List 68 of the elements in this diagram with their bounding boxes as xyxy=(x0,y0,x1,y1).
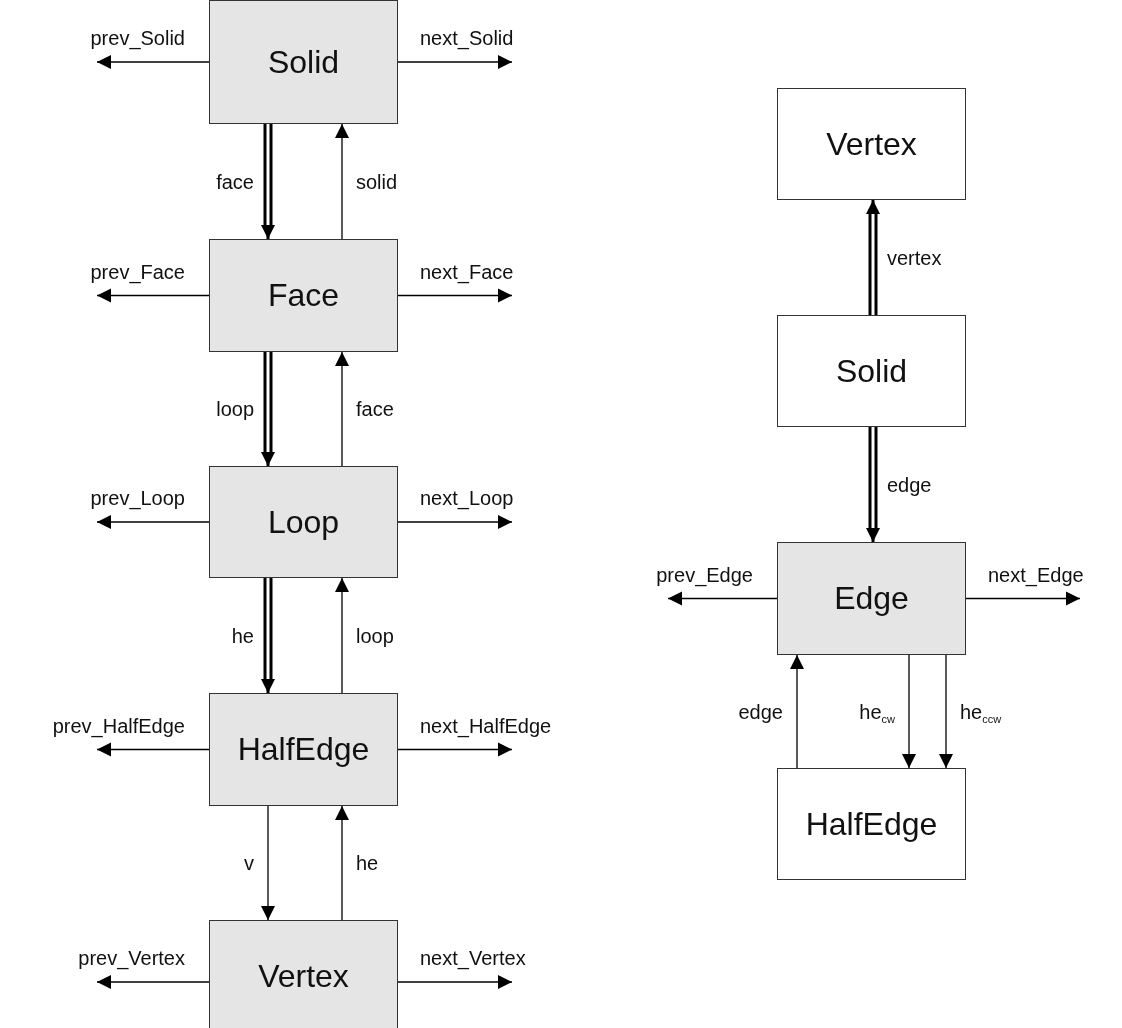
arrow xyxy=(335,123,349,240)
arrow xyxy=(397,975,513,989)
class-box xyxy=(209,239,398,352)
arrow xyxy=(335,351,349,467)
edge-label: edge xyxy=(738,699,783,724)
class-box xyxy=(209,0,398,124)
arrow xyxy=(96,742,210,757)
class-box xyxy=(209,920,398,1028)
edge-label: he$_{ccw}$ xyxy=(960,699,1002,724)
arrow xyxy=(866,198,880,317)
edge-label: prev_Face xyxy=(90,259,185,284)
class-name: Face xyxy=(267,277,340,314)
class-name: Solid xyxy=(835,352,908,390)
edge-label: loop xyxy=(216,397,254,421)
edge-label: edge xyxy=(887,472,932,497)
arrow xyxy=(397,515,513,529)
edge-label: prev_Loop xyxy=(90,486,185,510)
arrow xyxy=(261,350,275,468)
arrow xyxy=(96,55,210,69)
edge-label: next_Vertex xyxy=(420,946,526,970)
edge-label: prev_HalfEdge xyxy=(52,713,185,738)
edge-label: v xyxy=(244,851,254,875)
class-name: Vertex xyxy=(258,957,349,995)
arrow xyxy=(939,654,953,769)
edge-label: next_HalfEdge xyxy=(420,713,552,738)
arrow xyxy=(397,742,513,757)
class-name: Edge xyxy=(834,580,909,617)
edge-label: loop xyxy=(356,623,394,648)
edge-label: prev_Vertex xyxy=(78,946,185,970)
class-name: HalfEdge xyxy=(237,731,370,768)
class-box xyxy=(209,693,398,806)
class-name: Solid xyxy=(267,43,340,81)
arrow xyxy=(96,515,210,529)
arrow xyxy=(335,577,349,694)
arrow xyxy=(902,654,916,769)
class-box xyxy=(777,315,966,427)
class-box xyxy=(777,768,966,880)
arrow xyxy=(965,591,1081,606)
class-name: HalfEdge xyxy=(805,805,938,843)
arrow xyxy=(96,975,210,989)
class-name: Vertex xyxy=(826,125,917,163)
edge-label: prev_Solid xyxy=(90,26,185,50)
arrow xyxy=(667,591,778,606)
edge-label: he$_{cw}$ xyxy=(859,699,895,724)
class-box xyxy=(777,88,966,200)
edge-label: vertex xyxy=(887,245,942,270)
edge-label: next_Loop xyxy=(420,486,514,510)
edge-label: he xyxy=(356,851,379,875)
edge-label: next_Edge xyxy=(988,562,1084,587)
arrow xyxy=(790,654,804,769)
arrow xyxy=(866,425,880,544)
arrow xyxy=(335,805,349,921)
edge-label: face xyxy=(216,169,254,194)
class-name: Loop xyxy=(267,503,340,541)
class-box xyxy=(777,542,966,655)
arrow xyxy=(261,576,275,695)
arrow xyxy=(397,288,513,303)
arrow xyxy=(261,122,275,241)
edge-label: face xyxy=(356,397,394,421)
class-box xyxy=(209,466,398,578)
edge-label: he xyxy=(231,623,254,648)
edge-label: solid xyxy=(356,169,398,194)
edge-label: prev_Edge xyxy=(656,562,753,587)
arrow xyxy=(397,55,513,69)
edge-label: next_Face xyxy=(420,259,514,284)
arrow xyxy=(96,288,210,303)
edge-label: next_Solid xyxy=(420,26,514,50)
arrow xyxy=(261,805,275,921)
